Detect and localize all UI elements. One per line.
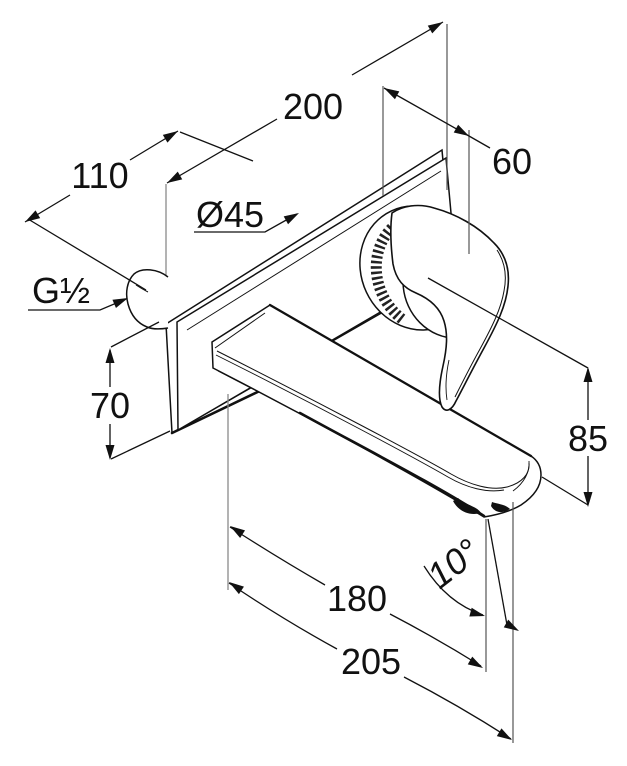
dim-label-body-depth: 110 — [71, 155, 128, 196]
lever-outline — [390, 204, 510, 411]
arrowhead — [427, 22, 443, 34]
arrowhead — [496, 728, 512, 740]
dim-label-thread-size: G½ — [32, 270, 90, 311]
supply-connector-chamfer — [135, 284, 149, 293]
arrowhead — [25, 210, 41, 222]
supply-connector-outline — [125, 269, 169, 330]
dim-label-total-projection: 205 — [341, 641, 401, 682]
dimension-plate-width-200: 200 — [166, 21, 444, 184]
arrowhead — [229, 582, 244, 595]
arrowhead — [384, 88, 400, 100]
dim-label-lower-height: 70 — [90, 385, 130, 426]
arrowhead — [283, 213, 299, 225]
arrowhead — [230, 526, 246, 538]
spout-top-highlight-a — [216, 350, 530, 489]
angle-reference-line — [487, 518, 508, 626]
spout-outline — [211, 304, 542, 518]
dim-label-plate-width: 200 — [283, 86, 343, 127]
dim-label-outlet-height: 85 — [568, 418, 608, 459]
handle-lever — [390, 204, 510, 411]
dim-label-spout-reach: 180 — [327, 578, 387, 619]
spout-top-highlight-b — [215, 354, 505, 492]
arrowhead — [467, 656, 483, 668]
dimension-outlet-height-85: 85 — [427, 277, 608, 507]
dimension-total-projection-205: 205 — [228, 582, 512, 740]
dim-label-handle-projection: 60 — [492, 141, 532, 182]
arrowhead — [503, 619, 519, 631]
supply-connector — [125, 269, 169, 330]
wall-plate-bottom-shadow-edge — [170, 385, 270, 435]
arrowhead — [105, 445, 115, 460]
dimension-spout-angle-10deg: 10° — [419, 518, 519, 631]
arrowhead — [453, 124, 469, 136]
wall-plate-inner-edge — [186, 170, 442, 331]
dimension-thread-size-g12: G½ — [28, 270, 128, 311]
arrowhead — [162, 131, 178, 143]
dimension-spout-reach-180: 180 — [229, 526, 483, 668]
arrowhead — [583, 367, 593, 382]
arrowhead — [167, 171, 183, 183]
spout-outlet-lip — [453, 498, 481, 514]
spout-top-back-edge — [268, 303, 533, 458]
supply-connector-fill — [126, 269, 168, 329]
dimension-lower-height-70: 70 — [90, 321, 171, 460]
arrowhead — [583, 492, 593, 507]
dim-label-escutcheon-diameter: Ø45 — [196, 194, 264, 235]
spout-end-inner-left — [214, 312, 266, 349]
escutcheon-knurled-ring — [370, 209, 462, 324]
dimension-body-depth-110: 110 — [24, 130, 254, 291]
arrowhead — [469, 607, 485, 617]
lever-grip-inner-line — [445, 359, 450, 401]
spout — [211, 303, 542, 518]
lever-inner-line — [454, 249, 506, 398]
dimension-escutcheon-diameter-45: Ø45 — [194, 194, 299, 235]
spout-outlet-lip-2 — [491, 502, 510, 513]
spout-bottom-inner-line — [217, 370, 304, 416]
arrowhead — [105, 348, 115, 363]
dim-label-spout-angle: 10° — [419, 530, 487, 596]
arrowhead — [112, 298, 128, 309]
spout-end-inner-right — [512, 460, 530, 492]
dimension-handle-projection-60: 60 — [383, 87, 532, 182]
